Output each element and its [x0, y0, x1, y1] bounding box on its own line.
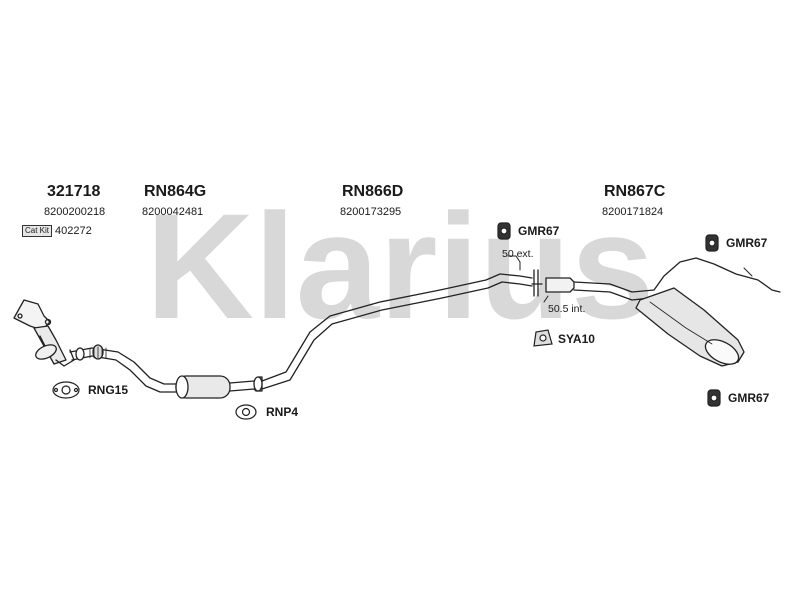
gmr67-c-label: GMR67 — [728, 391, 770, 405]
catalytic-converter — [13, 299, 75, 367]
gmr67-a-icon — [497, 222, 511, 240]
rnp4-label: RNP4 — [266, 405, 299, 419]
int-diameter-note: 50.5 int. — [548, 303, 586, 315]
cat-kit-number: 402272 — [55, 224, 92, 237]
rng15-gasket-icon — [52, 381, 80, 399]
rear-silencer — [635, 287, 745, 367]
front-pipe — [69, 344, 177, 393]
gmr67-b-label: GMR67 — [726, 236, 768, 250]
centre-silencer — [175, 375, 263, 399]
gmr67-b-icon — [705, 234, 719, 252]
gmr67-c-icon — [707, 389, 721, 407]
intermediate-pipe — [261, 273, 533, 390]
section-4-code: RN867C — [604, 183, 666, 200]
rng15-label: RNG15 — [88, 383, 129, 397]
section-2-code: RN864G — [144, 183, 207, 200]
cat-kit-badge: Cat Kit — [22, 224, 53, 237]
section-4-oem: 8200171824 — [602, 206, 664, 218]
section-3-oem: 8200173295 — [340, 206, 402, 218]
section-3-code: RN866D — [342, 183, 404, 200]
section-1-code: 321718 — [47, 183, 101, 200]
section-1-oem: 8200200218 — [44, 206, 106, 218]
gmr67-a-label: GMR67 — [518, 224, 560, 238]
section-2-oem: 8200042481 — [142, 206, 204, 218]
pipe-joint — [507, 255, 575, 303]
rnp4-gasket-icon — [235, 404, 257, 420]
ext-diameter-note: 50 ext. — [502, 248, 534, 260]
sya10-icon — [533, 329, 553, 347]
sya10-label: SYA10 — [558, 332, 595, 346]
